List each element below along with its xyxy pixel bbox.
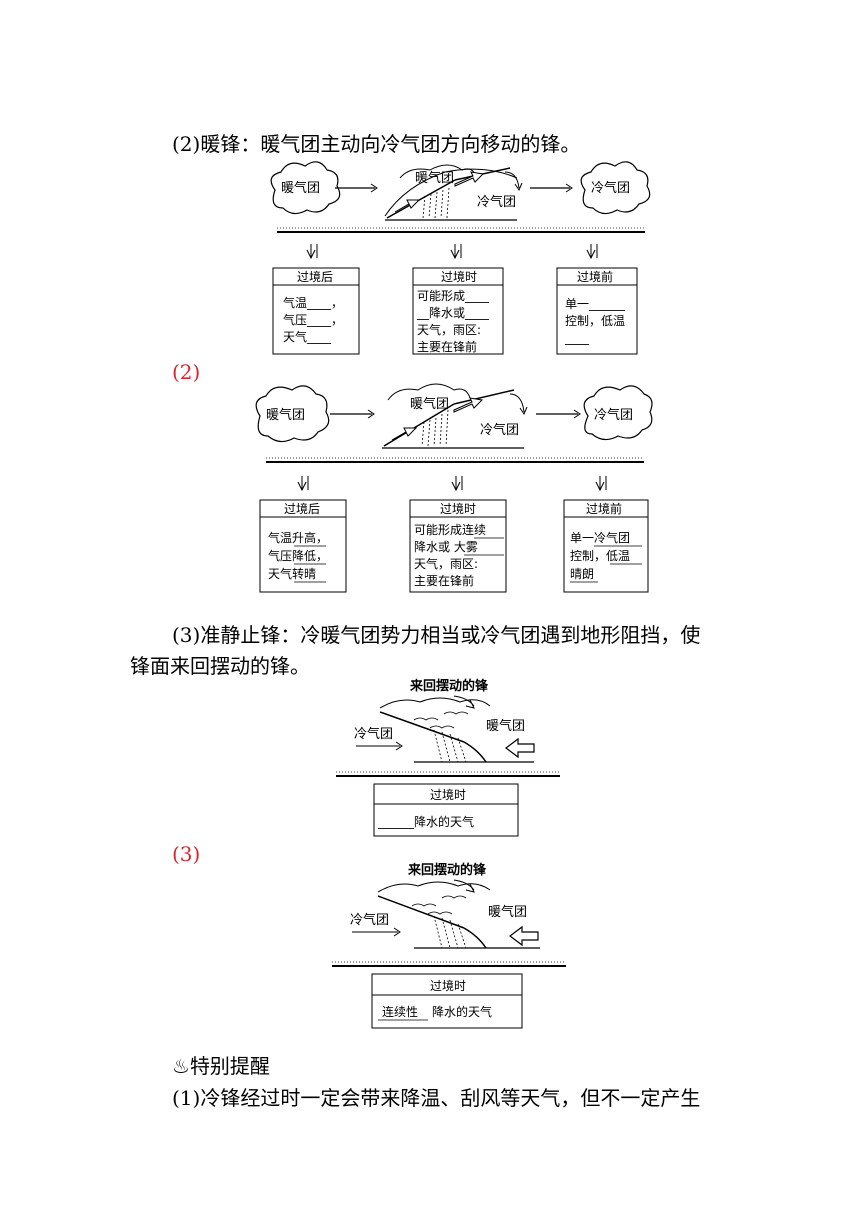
box-during-line: ______降水的天气: [377, 814, 474, 829]
box-before-line-1: 单一冷气团: [570, 530, 630, 545]
warm-air-upper-label: 暖气团: [415, 170, 454, 186]
warm-air-mass-cloud: 暖气团: [270, 161, 341, 215]
front-label: 来回摆动的锋: [409, 678, 489, 694]
warm-front-diagram-blank: 暖气团 暖气团 冷气团 冷气团: [270, 161, 651, 355]
warm-air-label: 暖气团: [488, 904, 527, 920]
stationary-front-diagram-blank: 来回摆动的锋 冷气团 暖气团 过境时 ______降水的天气: [336, 678, 560, 837]
box-after-line-weather: 天气转晴: [268, 566, 316, 581]
cold-air-label: 冷气团: [354, 726, 393, 742]
box-before-title: 过境前: [577, 269, 613, 284]
box-during-line-4: 主要在锋前: [414, 573, 474, 588]
box-during-line-3: 天气，雨区:: [417, 322, 481, 337]
stationary-front-diagram-answer: 来回摆动的锋 冷气团 暖气团 过境时 连续性 降水的天气: [332, 862, 566, 1029]
box-after-line-pressure: 气压降低，: [268, 548, 328, 563]
box-after-title: 过境后: [284, 501, 320, 516]
cold-air-label: 冷气团: [350, 912, 389, 928]
cold-air-mass-label: 冷气团: [591, 180, 630, 196]
box-before-line-3: ____: [564, 331, 590, 345]
tip-line-1: (1)冷锋经过时一定会带来降温、刮风等天气，但不一定产生: [172, 1086, 701, 1110]
warm-air-upper-label: 暖气团: [410, 396, 449, 412]
box-during-line-3: 天气，雨区:: [414, 556, 478, 571]
box-after-title: 过境后: [297, 269, 333, 284]
warm-air-mass-label: 暖气团: [266, 407, 305, 423]
front-label: 来回摆动的锋: [407, 862, 487, 878]
box-before-line-3: 晴朗: [570, 567, 594, 581]
box-after-line-weather: 天气____: [283, 329, 332, 344]
cold-air-lower-label: 冷气团: [477, 194, 516, 210]
ground-line: [332, 961, 566, 967]
box-during-title: 过境时: [430, 787, 466, 802]
box-before-line-1: 单一______: [565, 297, 626, 311]
warm-air-mass-label: 暖气团: [281, 180, 320, 196]
section-3-heading-line-1: (3)准静止锋：冷暖气团势力相当或冷气团遇到地形阻挡，使: [172, 623, 701, 647]
box-before-line-2: 控制，低温: [565, 314, 625, 328]
ground-line: [277, 227, 645, 233]
cold-air-lower-label: 冷气团: [480, 422, 519, 438]
box-during-line-2: 降水或 大雾: [414, 540, 478, 554]
cold-air-mass-cloud: 冷气团: [580, 161, 651, 215]
tip-heading: ♨特别提醒: [172, 1052, 270, 1080]
box-during-title: 过境时: [430, 978, 466, 993]
box-during-title: 过境时: [441, 269, 477, 284]
hot-springs-icon: ♨: [172, 1054, 190, 1078]
answer-3-marker: (3): [172, 842, 201, 866]
box-during-line-2: __降水或____: [416, 306, 490, 320]
box-after-line-temp: 气温升高，: [268, 530, 328, 545]
answer-2-marker: (2): [172, 360, 201, 384]
warm-push-arrow: [509, 925, 539, 947]
warm-air-label: 暖气团: [486, 718, 525, 734]
cold-air-mass-cloud: 冷气团: [583, 385, 653, 441]
ground-line: [266, 457, 644, 463]
warm-front-diagram-answer: 暖气团 暖气团 冷气团 冷气团 过境后 气温升高，: [255, 383, 653, 593]
tip-title: 特别提醒: [189, 1054, 270, 1078]
box-after-line-pressure: 气压____，: [283, 312, 343, 327]
box-during-line-1: 可能形成连续: [414, 522, 486, 537]
cold-air-mass-label: 冷气团: [594, 407, 633, 423]
box-before-title: 过境前: [586, 501, 622, 516]
box-after-line-temp: 气温____，: [283, 295, 343, 310]
warm-push-arrow: [505, 737, 535, 759]
box-during-answer: 连续性: [382, 1004, 418, 1019]
section-2-heading: (2)暖锋：暖气团主动向冷气团方向移动的锋。: [172, 132, 581, 156]
front-slope: 暖气团 冷气团: [383, 383, 528, 447]
ground-line: [336, 771, 560, 777]
box-during-line-1: 可能形成____: [417, 289, 490, 303]
box-during-line-4: 主要在锋前: [417, 339, 477, 354]
front-slope: 暖气团 冷气团: [384, 164, 523, 219]
section-3-heading-line-2: 锋面来回摆动的锋。: [130, 654, 310, 678]
box-during-rest: 降水的天气: [432, 1004, 492, 1019]
box-before-line-2: 控制，低温: [570, 549, 630, 563]
warm-air-mass-cloud: 暖气团: [255, 385, 330, 443]
box-during-title: 过境时: [440, 501, 476, 516]
